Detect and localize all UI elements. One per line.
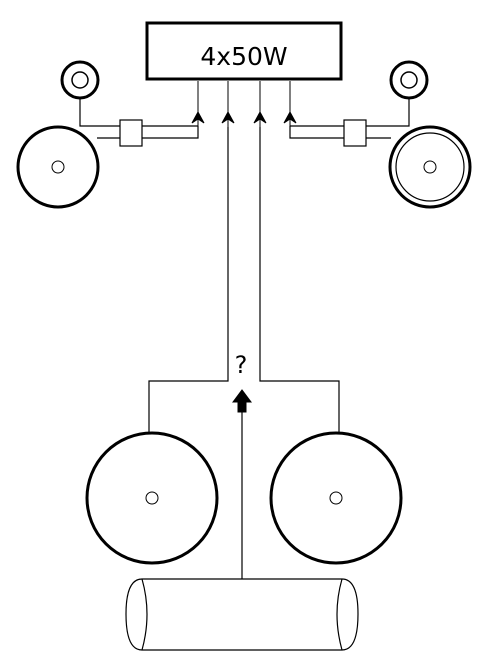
right-woofer-inner-ring [395,132,465,202]
subwoofers [85,431,403,565]
amplifier-terminals [191,81,297,127]
left-crossover-wire-bottom [142,126,199,139]
terminal-arrow-2 [221,110,235,124]
left-crossover [119,119,143,147]
subwoofer-wires [148,127,340,433]
amplifier: 4x50W [145,21,343,81]
right-woofer-center [423,160,437,174]
amplifier-label: 4x50W [200,42,287,71]
right-sub-wire [259,127,340,433]
enclosure [125,578,359,651]
right-tweeter-wire [366,98,410,127]
right-subwoofer-center [329,491,343,505]
terminal-arrow-1 [191,110,205,124]
amplifier-box [145,21,343,81]
enclosure-arrow [232,389,252,579]
up-arrow-icon [232,389,252,413]
enclosure-right-cap [336,578,343,651]
left-woofer-center [51,160,65,174]
left-sub-wire [148,127,229,433]
terminal-arrow-4 [283,110,297,124]
right-crossover [343,119,367,147]
left-tweeter-center [71,71,89,89]
right-tweeter-center [400,71,418,89]
question-mark: ? [235,351,248,379]
enclosure-body [125,578,359,651]
left-subwoofer-center [145,491,159,505]
left-speaker-set [16,60,199,209]
terminal-arrow-3 [253,110,267,124]
enclosure-left-cap [141,578,148,651]
right-speaker-set [289,60,472,209]
right-crossover-wire-bottom [289,126,344,139]
left-tweeter-wire [79,98,120,127]
